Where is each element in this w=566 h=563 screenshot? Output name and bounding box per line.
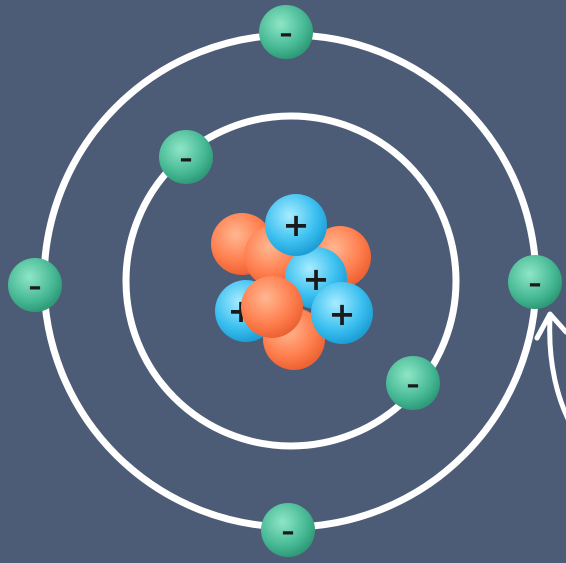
curved-arrow-icon — [547, 315, 566, 421]
electron-sign: – — [180, 144, 193, 174]
inner-orbit — [122, 112, 460, 450]
proton: + — [311, 282, 373, 344]
electron: – — [8, 258, 62, 312]
electron-sign: – — [529, 269, 542, 299]
electron: – — [261, 503, 315, 557]
proton-sign: + — [283, 206, 310, 244]
electron: – — [508, 255, 562, 309]
proton: + — [265, 194, 327, 256]
electron-sign: – — [280, 19, 293, 49]
electron-sign: – — [407, 370, 420, 400]
neutron — [241, 276, 303, 338]
electron: – — [259, 5, 313, 59]
proton-sign: + — [329, 295, 356, 333]
electron-sign: – — [282, 517, 295, 547]
electron: – — [159, 130, 213, 184]
electron-sign: – — [29, 272, 42, 302]
nucleus: + + + + — [211, 194, 373, 370]
electron: – — [386, 356, 440, 410]
arrow-head-icon — [534, 311, 566, 341]
